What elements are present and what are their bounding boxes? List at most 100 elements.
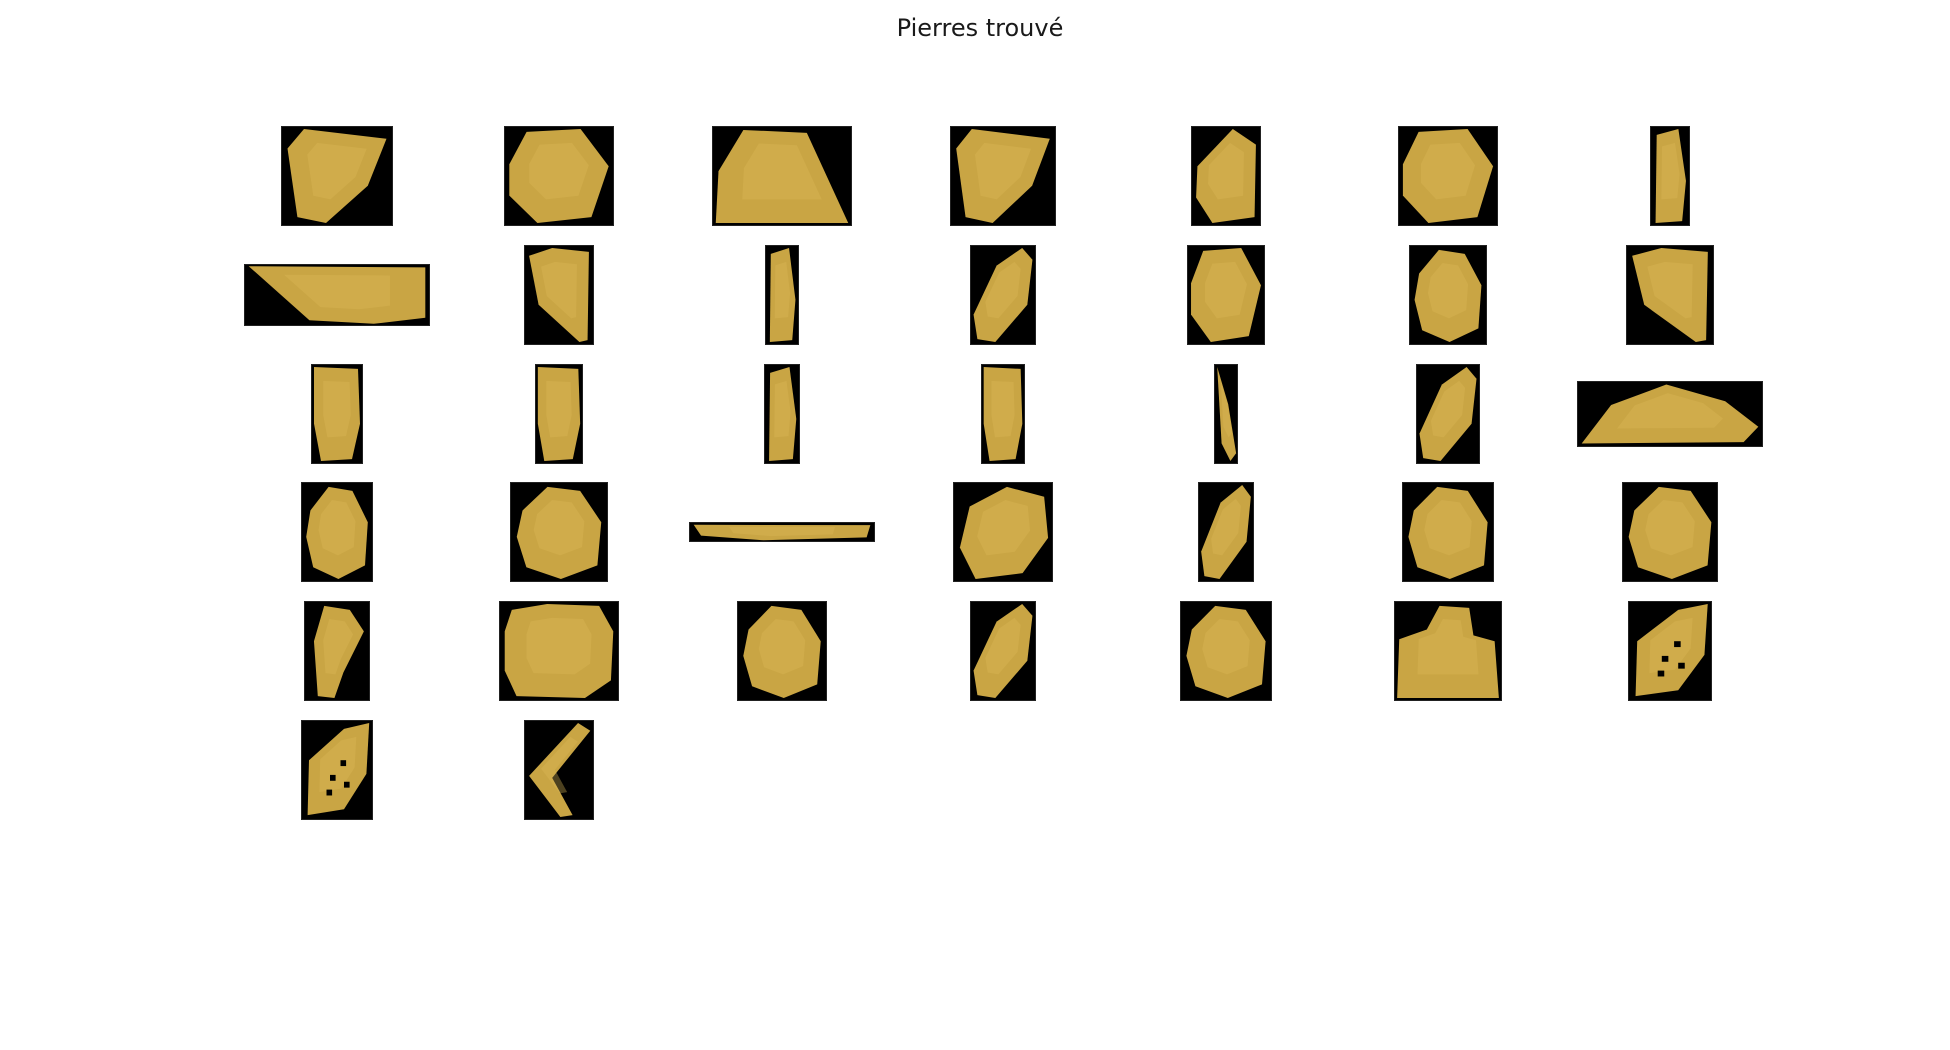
stone-highlight xyxy=(985,617,1021,675)
stone-shape xyxy=(516,486,602,580)
stone-highlight xyxy=(758,619,806,675)
stone-shape xyxy=(537,366,581,462)
stone-shape xyxy=(1655,128,1686,224)
stone-highlight xyxy=(991,380,1015,438)
stone-shape xyxy=(1635,603,1708,697)
stone-tile-r3-c5 xyxy=(1214,364,1238,464)
stone-image xyxy=(1632,247,1708,343)
stone-shape xyxy=(743,605,821,699)
stone-tile-r4-c1 xyxy=(301,482,373,582)
stone-shape xyxy=(715,129,849,224)
stone-highlight xyxy=(1427,263,1469,319)
stone-tile-r1-c7 xyxy=(1650,126,1690,226)
stone-highlight xyxy=(1220,380,1233,438)
stone-highlight xyxy=(319,736,357,793)
stone-shape xyxy=(1581,384,1759,444)
stone-tile-r5-c5 xyxy=(1180,601,1272,701)
stone-shape xyxy=(248,266,426,324)
stone-highlight xyxy=(1647,261,1693,319)
stone-highlight xyxy=(774,261,791,319)
stone-tile-r5-c7 xyxy=(1628,601,1712,701)
stone-image xyxy=(313,605,364,699)
stone-image xyxy=(504,603,614,699)
stone-image xyxy=(1635,603,1708,697)
stone-shape xyxy=(769,247,796,343)
stone-tile-r1-c6 xyxy=(1398,126,1498,226)
stone-image xyxy=(1201,484,1251,580)
stone-image xyxy=(248,266,426,324)
stone-shape xyxy=(509,128,609,224)
stone-image xyxy=(973,603,1033,699)
stone-tile-r5-c6 xyxy=(1394,601,1502,701)
stone-tile-r2-c7 xyxy=(1626,245,1714,345)
stone-tile-r1-c5 xyxy=(1191,126,1261,226)
stone-shape xyxy=(1191,247,1261,343)
stone-shape xyxy=(1408,486,1488,580)
stone-highlight xyxy=(974,142,1032,200)
stone-tile-r2-c6 xyxy=(1409,245,1487,345)
stone-highlight xyxy=(1424,500,1472,556)
stone-highlight xyxy=(318,500,356,556)
stone-tile-r1-c1 xyxy=(281,126,393,226)
stone-shape xyxy=(1196,128,1256,224)
stone-tile-r3-c7 xyxy=(1577,381,1763,447)
stone-image xyxy=(1397,605,1499,699)
stone-image xyxy=(983,366,1023,462)
stone-shape xyxy=(1402,128,1494,224)
stone-highlight xyxy=(1205,261,1247,319)
stone-image xyxy=(509,128,609,224)
stone-tile-r3-c3 xyxy=(764,364,800,464)
stone-highlight xyxy=(742,143,822,200)
stone-tile-r4-c3 xyxy=(689,522,875,542)
stone-image xyxy=(715,129,849,224)
stone-shape xyxy=(1217,366,1237,462)
stone-tile-r2-c5 xyxy=(1187,245,1265,345)
stone-image xyxy=(307,722,370,816)
stone-tile-r4-c2 xyxy=(510,482,608,582)
stone-image xyxy=(1419,366,1477,462)
stone-tile-r5-c4 xyxy=(970,601,1036,701)
stone-image xyxy=(537,366,581,462)
stone-image xyxy=(1655,128,1686,224)
stone-shape xyxy=(973,247,1033,343)
stone-image xyxy=(1196,128,1256,224)
stone-image xyxy=(1408,486,1488,580)
stone-shape xyxy=(504,603,614,699)
stone-image xyxy=(769,366,797,462)
stone-image xyxy=(959,486,1049,580)
stone-speck xyxy=(344,781,350,788)
stone-highlight xyxy=(541,736,578,794)
stone-tile-r3-c4 xyxy=(981,364,1025,464)
stone-image xyxy=(769,247,796,343)
stone-highlight xyxy=(977,500,1031,556)
stone-shape xyxy=(1628,486,1712,580)
stone-highlight xyxy=(1617,393,1723,429)
stone-tile-r5-c3 xyxy=(737,601,827,701)
stone-tile-r4-c7 xyxy=(1622,482,1718,582)
stone-shape xyxy=(693,524,871,541)
stone-shape xyxy=(314,366,360,462)
stone-tile-r1-c3 xyxy=(712,126,852,226)
stone-shape xyxy=(1186,605,1266,699)
stone-speck xyxy=(1674,641,1681,648)
stone-tile-r2-c4 xyxy=(970,245,1036,345)
stone-highlight xyxy=(729,526,835,537)
stone-shape xyxy=(306,486,368,580)
stone-tile-r3-c1 xyxy=(311,364,363,464)
stone-highlight xyxy=(307,142,367,200)
stone-shape xyxy=(307,722,370,816)
stone-speck xyxy=(326,789,333,796)
stone-image xyxy=(956,128,1050,224)
stone-highlight xyxy=(1430,380,1466,438)
stone-tile-r1-c2 xyxy=(504,126,614,226)
stone-highlight xyxy=(1417,619,1479,675)
stone-highlight xyxy=(529,142,589,200)
stone-highlight xyxy=(323,380,351,438)
stone-image xyxy=(1414,249,1482,343)
stone-highlight xyxy=(323,619,354,675)
stone-speck xyxy=(340,760,347,767)
stone-image xyxy=(1628,486,1712,580)
stone-speck xyxy=(1661,655,1669,662)
stone-shape xyxy=(287,128,387,224)
stone-image xyxy=(287,128,387,224)
